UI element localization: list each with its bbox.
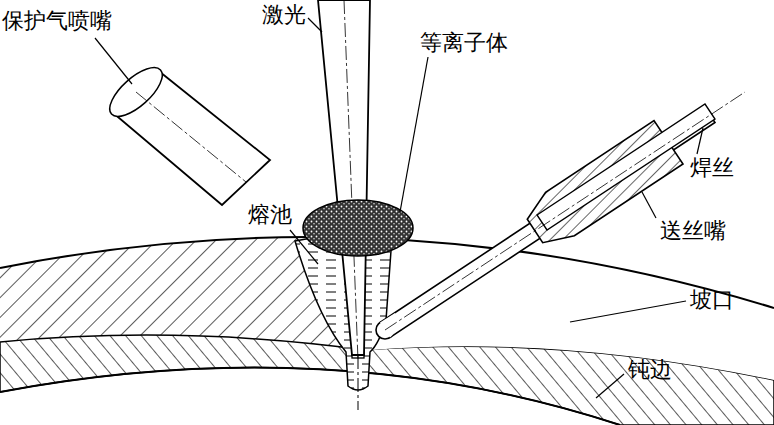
part-label: 等离子体 [420, 30, 508, 56]
part-label: 保护气喷嘴 [2, 8, 112, 34]
part-label: 送丝嘴 [660, 218, 726, 244]
part-label: 焊丝 [690, 155, 734, 181]
part-label: 熔池 [248, 202, 292, 228]
part-label: 坡口 [690, 287, 734, 313]
part-label: 激光 [262, 2, 306, 28]
part-label: 钝边 [628, 357, 672, 383]
